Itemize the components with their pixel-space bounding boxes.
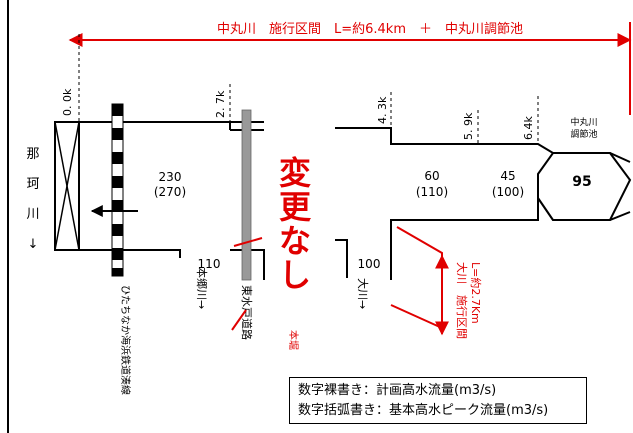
no-change-char-3: な: [279, 222, 311, 260]
channel-lower-bank-downstream: [55, 249, 181, 258]
pond-label-line1: 中丸川: [570, 116, 597, 128]
road-label: 東水戸道路: [240, 285, 254, 340]
road-bar: [241, 109, 252, 281]
legend-line-1: 数字裸書き：計画高水流量(m3/s): [298, 383, 497, 398]
road-red-mark-a: [233, 237, 263, 247]
regulating-pond: [537, 152, 632, 221]
marker-0k: 0. 0k: [61, 88, 74, 116]
hongo-name: 本郷川→: [195, 267, 209, 309]
road-red-mark-b: [231, 309, 247, 331]
span-label: 中丸川 施行区間 L=約6.4km ＋ 中丸川調節池: [217, 22, 523, 37]
naka-river-char-3: 川: [26, 207, 39, 222]
segment-3-peak: (100): [492, 185, 524, 199]
segment-1-peak: (270): [154, 185, 186, 199]
confluence-cross-b: [54, 121, 80, 251]
segment-1-flow: 230: [159, 170, 182, 184]
marker-6-4k: 6.4k: [522, 116, 535, 140]
okawa-section-line2: L=約2.7Km: [469, 262, 483, 324]
channel-lower-bank-okawa: [335, 239, 348, 278]
naka-river-arrow: ↓: [28, 237, 39, 252]
marker-5-9k: 5. 9k: [462, 112, 475, 140]
railway-ties: [112, 104, 123, 276]
marker-2-7k: 2. 7k: [214, 90, 227, 118]
naka-river-char-2: 珂: [26, 177, 39, 192]
hongo-flow: 110: [198, 257, 221, 271]
channel-lower-bank-tributary-hongo: [230, 249, 265, 280]
okawa-name: 大川→: [356, 278, 370, 309]
no-change-char-1: 変: [279, 154, 311, 192]
okawa-section-outline: [390, 226, 443, 330]
okawa-flow: 100: [358, 257, 381, 271]
railway-label: ひたちなか海浜鉄道湊線: [119, 285, 132, 395]
main-stream-label: 本堀: [287, 330, 300, 350]
no-change-char-4: し: [279, 256, 311, 294]
okawa-section-line1: 大川 施行区間: [455, 262, 469, 339]
segment-3-flow: 45: [500, 169, 515, 183]
legend-line-2: 数字括弧書き：基本高水ピーク流量(m3/s): [298, 403, 549, 418]
pond-flow: 95: [572, 174, 591, 190]
legend-box: 数字裸書き：計画高水流量(m3/s) 数字括弧書き：基本高水ピーク流量(m3/s…: [289, 377, 587, 424]
pond-label-line2: 調節池: [570, 128, 597, 140]
marker-4-3k: 4. 3k: [376, 96, 389, 124]
segment-2-flow: 60: [424, 169, 439, 183]
no-change-char-2: 更: [279, 188, 312, 226]
naka-river-char-1: 那: [26, 147, 39, 162]
segment-2-peak: (110): [416, 185, 448, 199]
